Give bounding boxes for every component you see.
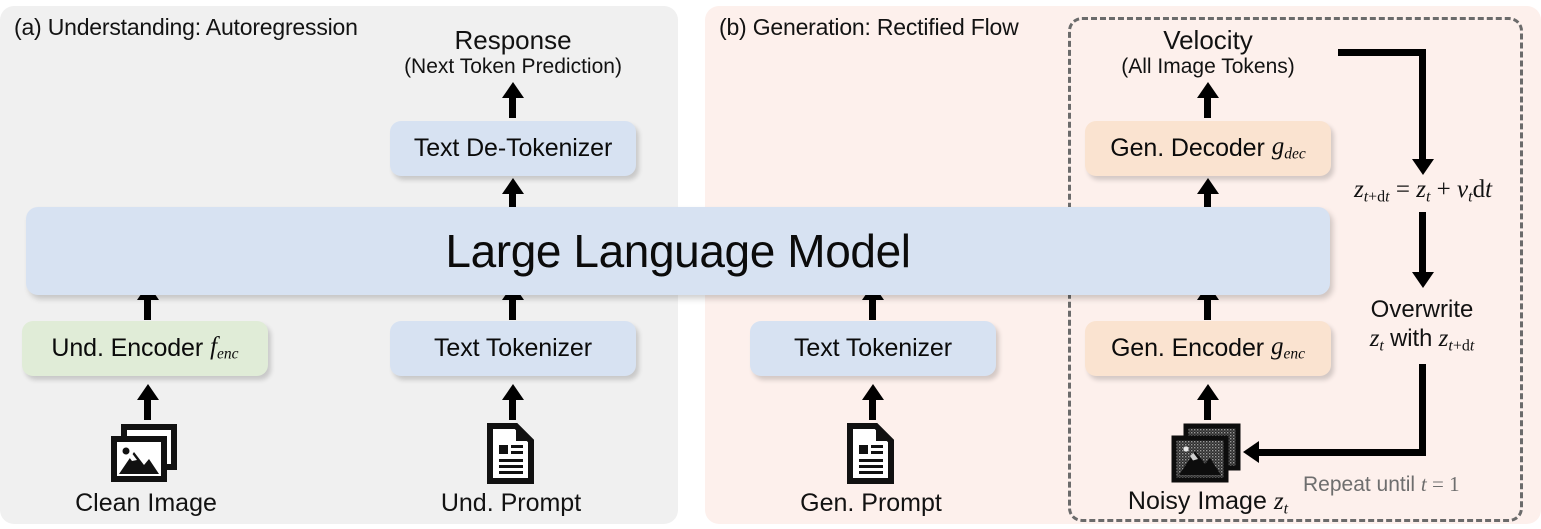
loop-return-arrow-head: [1243, 441, 1259, 463]
arrow-llm-to-gendecoder-shaft: [1204, 192, 1211, 210]
gen-encoder-box[interactable]: Gen. Encoder genc: [1085, 321, 1331, 376]
arrow-noisy-image-to-genencoder-shaft: [1204, 398, 1211, 420]
arrow-gendecoder-to-velocity-head: [1197, 82, 1219, 98]
arrow-noisy-image-to-genencoder-head: [1197, 384, 1219, 400]
arrow-gen-prompt-to-tokenizer-shaft: [869, 398, 876, 420]
panel-a-title: (a) Understanding: Autoregression: [14, 14, 358, 40]
arrow-llm-to-gendecoder-head: [1197, 178, 1219, 194]
arrow-genencoder-to-llm-shaft: [1204, 298, 1211, 320]
gen-decoder-label: Gen. Decoder: [1110, 134, 1265, 162]
update-equation: zt+dt = zt + vtdt: [1353, 176, 1493, 206]
arrow-gen-prompt-to-tokenizer-head: [862, 384, 884, 400]
overwrite-caption: Overwrite: [1332, 296, 1512, 324]
overwrite-line1: Overwrite: [1370, 296, 1474, 323]
loop-return-horizontal-segment: [1258, 449, 1426, 456]
arrow-und-encoder-to-llm-shaft: [144, 298, 151, 320]
loop-return-vertical-segment: [1419, 364, 1426, 456]
arrow-text-tokenizer-a-to-llm-shaft: [509, 298, 516, 320]
text-tokenizer-b-label: Text Tokenizer: [794, 334, 952, 362]
repeat-note-text: Repeat until: [1303, 473, 1421, 496]
loop-top-arrow-head: [1412, 159, 1434, 175]
arrow-equation-to-overwrite-head: [1412, 272, 1434, 288]
und-encoder-label: Und. Encoder: [51, 334, 204, 362]
gen-prompt-caption: Gen. Prompt: [800, 489, 942, 517]
und-encoder-box[interactable]: Und. Encoder fenc: [22, 321, 268, 376]
arrow-und-prompt-to-tokenizer-shaft: [509, 398, 516, 420]
large-language-model-label: Large Language Model: [445, 225, 911, 277]
loop-top-horizontal-segment: [1338, 49, 1426, 56]
panel-b-title: (b) Generation: Rectified Flow: [719, 14, 1019, 40]
noisy-image-label: Noisy Image: [1127, 487, 1267, 515]
arrow-equation-to-overwrite-shaft: [1419, 212, 1426, 274]
arrow-clean-image-to-encoder-head: [137, 384, 159, 400]
text-tokenizer-a-box[interactable]: Text Tokenizer: [390, 321, 636, 376]
arrow-gendecoder-to-velocity-shaft: [1204, 96, 1211, 118]
document-icon-und-prompt: [486, 423, 536, 490]
stacked-photo-icon: [110, 423, 182, 490]
loop-top-vertical-segment: [1419, 49, 1426, 161]
arrow-text-tokenizer-b-to-llm-shaft: [869, 298, 876, 320]
velocity-caption: Velocity (All Image Tokens): [1098, 25, 1318, 79]
arrow-detokenizer-to-response-head: [502, 82, 524, 98]
text-de-tokenizer-label: Text De-Tokenizer: [413, 134, 613, 162]
document-icon-gen-prompt: [846, 423, 896, 490]
und-encoder-symbol: fenc: [210, 333, 239, 363]
response-caption: Response (Next Token Prediction): [398, 25, 628, 79]
arrow-und-prompt-to-tokenizer-head: [502, 384, 524, 400]
und-prompt-caption: Und. Prompt: [440, 489, 582, 517]
overwrite-detail: zt with zt+dt: [1369, 325, 1475, 355]
response-title: Response: [454, 25, 572, 55]
arrow-detokenizer-to-response-shaft: [509, 96, 516, 118]
text-tokenizer-a-label: Text Tokenizer: [434, 334, 592, 362]
arrow-llm-to-detokenizer-head: [502, 178, 524, 194]
response-subtitle: (Next Token Prediction): [404, 55, 622, 79]
gen-decoder-box[interactable]: Gen. Decoder gdec: [1085, 121, 1331, 176]
large-language-model-box[interactable]: Large Language Model: [26, 207, 1330, 295]
gen-decoder-symbol: gdec: [1271, 133, 1306, 163]
text-de-tokenizer-box[interactable]: Text De-Tokenizer: [390, 121, 636, 176]
repeat-note: Repeat until t = 1: [1303, 472, 1460, 496]
clean-image-caption: Clean Image: [75, 489, 217, 517]
velocity-title: Velocity: [1163, 25, 1253, 55]
stacked-noisy-photo-icon: [1170, 423, 1246, 490]
velocity-subtitle: (All Image Tokens): [1121, 55, 1295, 79]
text-tokenizer-b-box[interactable]: Text Tokenizer: [750, 321, 996, 376]
gen-encoder-label: Gen. Encoder: [1110, 334, 1265, 362]
gen-encoder-symbol: genc: [1271, 333, 1306, 363]
arrow-clean-image-to-encoder-shaft: [144, 398, 151, 420]
arrow-llm-to-detokenizer-shaft: [509, 192, 516, 210]
